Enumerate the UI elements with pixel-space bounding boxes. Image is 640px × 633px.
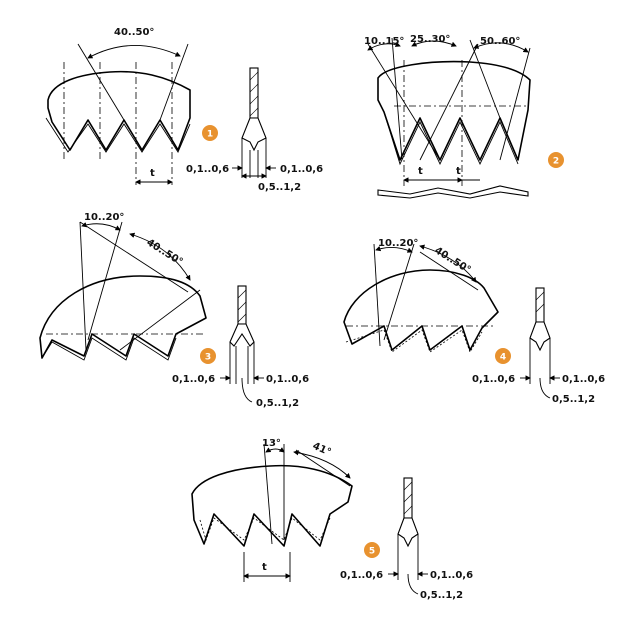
figure-3: 10..20° 40..50° 0,1..0,6 0,1..0,6 0,5..1… bbox=[39, 212, 309, 409]
figure-1-badge: 1 bbox=[202, 125, 218, 141]
figure-1-angle-top-label: 40..50° bbox=[114, 27, 154, 38]
figure-1-angle-leg-right bbox=[159, 43, 189, 121]
figure-2: 10..15° 25..30° 50..60° t t 2 bbox=[364, 34, 564, 199]
figure-2-badge: 2 bbox=[548, 152, 564, 168]
figure-1: 40..50° t 0,1..0,6 0,1..0,6 0,5..1,2 1 bbox=[45, 27, 323, 193]
figure-1-section-blade bbox=[249, 67, 259, 119]
svg-text:4: 4 bbox=[500, 353, 506, 363]
figure-5-badge: 5 bbox=[364, 542, 380, 558]
figure-3-dim-bottom-label: 0,5..1,2 bbox=[256, 398, 299, 409]
figure-3-dim-right-label: 0,1..0,6 bbox=[266, 374, 309, 385]
figure-3-tooth-set-line bbox=[41, 337, 177, 361]
figure-5-dim-bottom-label: 0,5..1,2 bbox=[420, 590, 463, 601]
figure-2-angle-c-label: 50..60° bbox=[480, 36, 520, 47]
figure-2-blade-body bbox=[377, 60, 531, 161]
figure-2-set-profile bbox=[377, 185, 529, 199]
figure-1-angle-arc bbox=[87, 45, 181, 59]
figure-4-dim-bottom-label: 0,5..1,2 bbox=[552, 394, 595, 405]
figure-1-dim-left-label: 0,1..0,6 bbox=[186, 164, 229, 175]
svg-text:2: 2 bbox=[553, 157, 559, 167]
figure-4-tooth-set-line bbox=[345, 329, 483, 353]
figure-1-pitch-label: t bbox=[150, 168, 155, 179]
figure-4-cross-section: 0,1..0,6 0,1..0,6 0,5..1,2 bbox=[472, 287, 605, 405]
svg-text:3: 3 bbox=[205, 353, 211, 363]
figure-5: 13° 41° t 0,1..0,6 0,1..0,6 0,5..1,2 5 bbox=[191, 438, 473, 601]
figure-3-angle-a-label: 10..20° bbox=[84, 212, 124, 223]
figure-2-tooth-set-line bbox=[383, 111, 519, 166]
figure-3-cross-section: 0,1..0,6 0,1..0,6 0,5..1,2 bbox=[172, 285, 309, 409]
figure-5-tooth-set-line bbox=[199, 517, 331, 542]
figure-1-section-tooth bbox=[241, 117, 267, 152]
figure-5-dim-right-label: 0,1..0,6 bbox=[430, 570, 473, 581]
figure-3-blade-body bbox=[39, 275, 207, 359]
figure-1-dim-bottom-label: 0,5..1,2 bbox=[258, 182, 301, 193]
figure-3-angle-b-label: 40..50° bbox=[144, 237, 184, 268]
figure-1-dim-right-label: 0,1..0,6 bbox=[280, 164, 323, 175]
figure-2-pitch-1-label: t bbox=[418, 166, 423, 177]
figure-1-cross-section: 0,1..0,6 0,1..0,6 0,5..1,2 bbox=[186, 67, 323, 193]
figure-4-dim-left-label: 0,1..0,6 bbox=[472, 374, 515, 385]
svg-text:1: 1 bbox=[207, 130, 213, 140]
figure-3-dim-left-label: 0,1..0,6 bbox=[172, 374, 215, 385]
figure-4-blade-body bbox=[343, 269, 499, 351]
figure-1-blade-body bbox=[47, 70, 191, 151]
figure-2-angle-b-label: 25..30° bbox=[410, 34, 450, 45]
figure-4-angle-a-label: 10..20° bbox=[378, 238, 418, 249]
figure-5-dim-left-label: 0,1..0,6 bbox=[340, 570, 383, 581]
figure-2-pitch-2-label: t bbox=[456, 166, 461, 177]
figure-5-angle-b-label: 41° bbox=[311, 441, 333, 459]
figure-5-pitch-label: t bbox=[262, 562, 267, 573]
figure-5-cross-section: 0,1..0,6 0,1..0,6 0,5..1,2 bbox=[340, 477, 473, 601]
figure-3-badge: 3 bbox=[200, 348, 216, 364]
figure-5-blade-body bbox=[191, 464, 353, 547]
figure-5-angle-a-label: 13° bbox=[262, 438, 281, 449]
svg-text:5: 5 bbox=[369, 547, 375, 557]
figure-4-dim-right-label: 0,1..0,6 bbox=[562, 374, 605, 385]
figure-4: 10..20° 40..50° 0,1..0,6 0,1..0,6 0,5..1… bbox=[343, 238, 605, 405]
figure-1-angle-leg-left bbox=[77, 43, 125, 121]
figure-4-badge: 4 bbox=[495, 348, 511, 364]
figure-2-angle-a-label: 10..15° bbox=[364, 36, 404, 47]
